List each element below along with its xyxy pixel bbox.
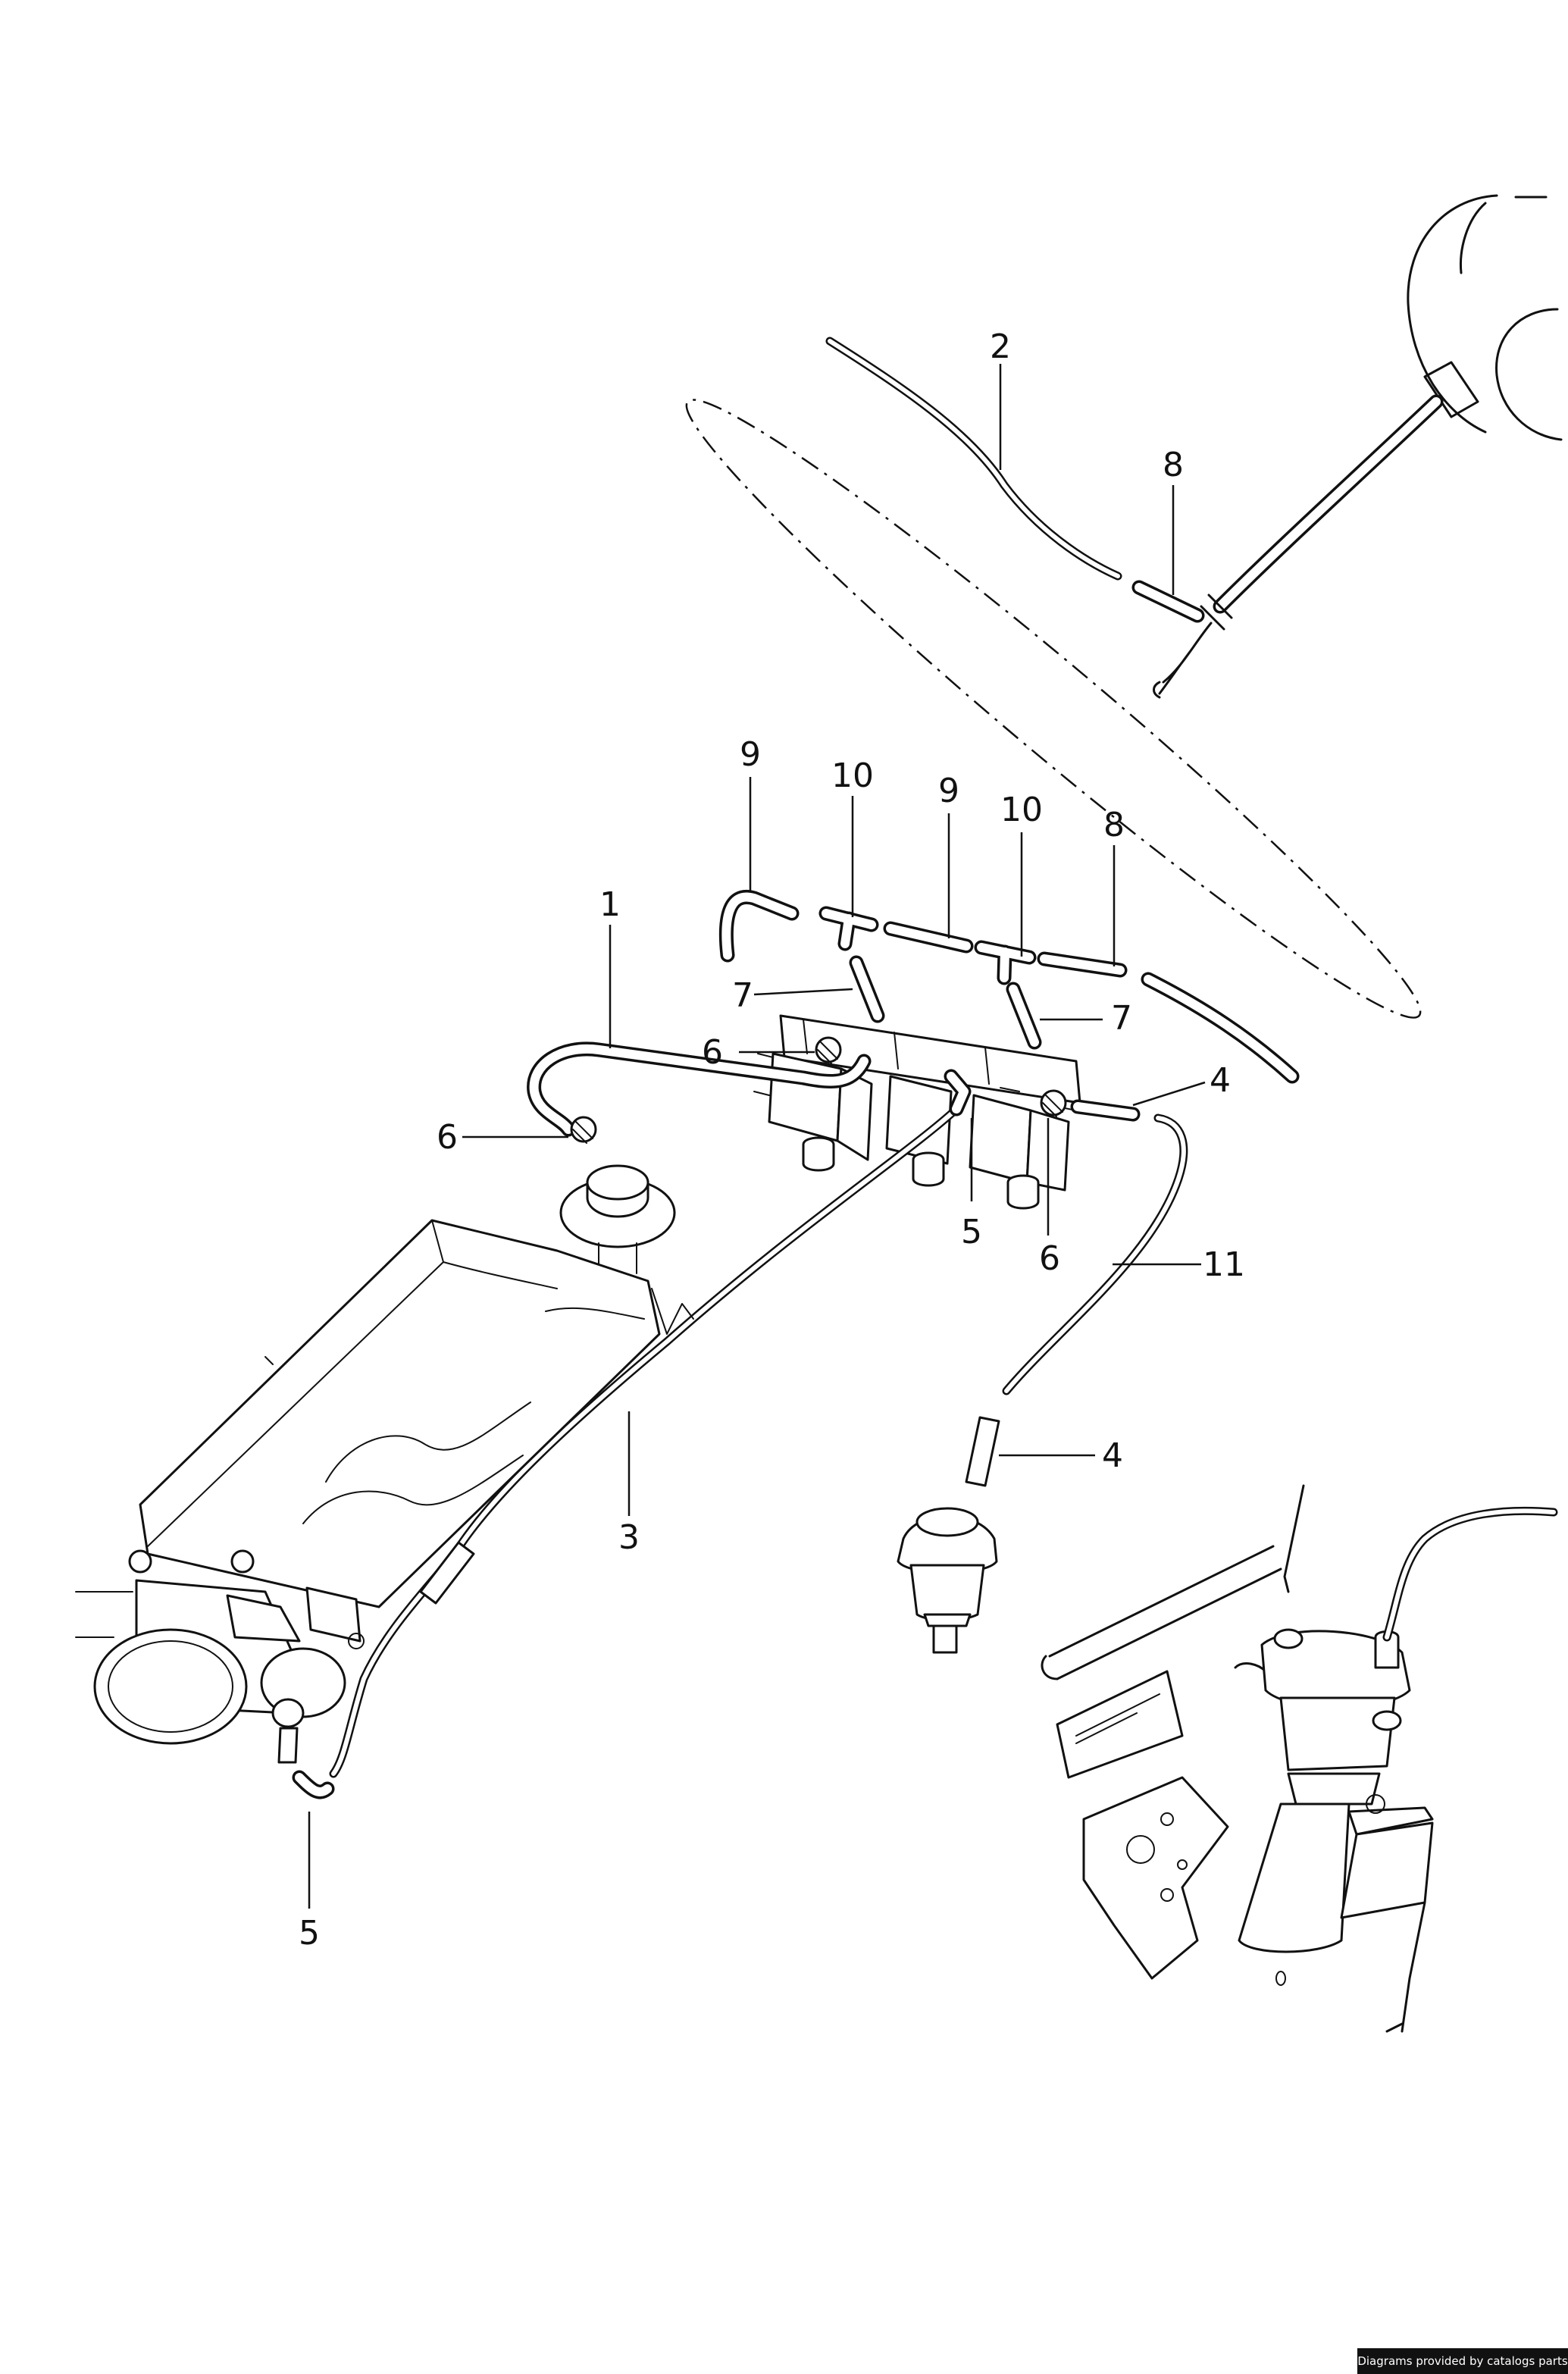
callout-8-upper: 8 (1163, 446, 1184, 484)
elbow-5-lower (292, 1770, 335, 1799)
callout-7-right: 7 (1111, 999, 1132, 1038)
connector-8-upper (1131, 580, 1205, 623)
connector-8-lower (1037, 951, 1128, 978)
throttle-body (75, 1549, 365, 1764)
brake-booster-drawing (1153, 194, 1563, 699)
callout-11: 11 (1203, 1245, 1245, 1284)
callout-6-right: 6 (1039, 1239, 1060, 1278)
callout-9-left: 9 (740, 735, 761, 774)
pipe-3 (329, 1106, 959, 1778)
t-piece-10-left (818, 906, 879, 951)
routing-ellipse (685, 399, 1422, 1019)
callout-7-left: 7 (732, 976, 753, 1015)
callout-6-left: 6 (437, 1118, 458, 1157)
callout-labels: 2 8 9 10 9 10 8 1 7 7 6 4 6 5 11 6 4 3 5 (299, 327, 1245, 1953)
callout-1: 1 (599, 885, 621, 924)
callout-leaders (308, 364, 1206, 1909)
callout-4-upper: 4 (1210, 1061, 1231, 1100)
callout-2: 2 (990, 327, 1011, 366)
vacuum-actuator (897, 1507, 998, 1654)
callout-10-right: 10 (1000, 791, 1043, 829)
hose-4-upper (1070, 1099, 1141, 1122)
hose-9-bend (718, 890, 800, 963)
turbo-wastegate-assembly (1041, 1484, 1558, 2033)
intake-manifold (139, 1219, 694, 1608)
callout-8-lower: 8 (1103, 806, 1125, 844)
pipe-11 (1002, 1113, 1188, 1395)
callout-10-left: 10 (831, 756, 874, 795)
clamp-6-left (570, 1116, 597, 1144)
callout-6-upper: 6 (702, 1033, 723, 1072)
clamp-6-upper (815, 1036, 842, 1064)
egr-valve (559, 1164, 676, 1274)
hoses-7 (849, 955, 1042, 1050)
hose-9-straight (883, 921, 974, 954)
credit-badge: Diagrams provided by catalogs parts (1357, 2348, 1568, 2374)
clamp-6-right (1040, 1089, 1067, 1117)
hose-1 (527, 1041, 872, 1137)
elbow-5-upper (944, 1069, 972, 1117)
callout-5-upper: 5 (961, 1213, 982, 1251)
hose-8-run (1141, 972, 1300, 1084)
callout-3: 3 (618, 1518, 640, 1557)
callout-4-lower: 4 (1102, 1436, 1123, 1475)
callout-9-right: 9 (938, 772, 959, 810)
hose-2 (825, 337, 1122, 581)
hose-4-lower (965, 1416, 1000, 1487)
callout-5-lower: 5 (299, 1914, 320, 1953)
solenoid-valve-block (753, 1014, 1081, 1210)
